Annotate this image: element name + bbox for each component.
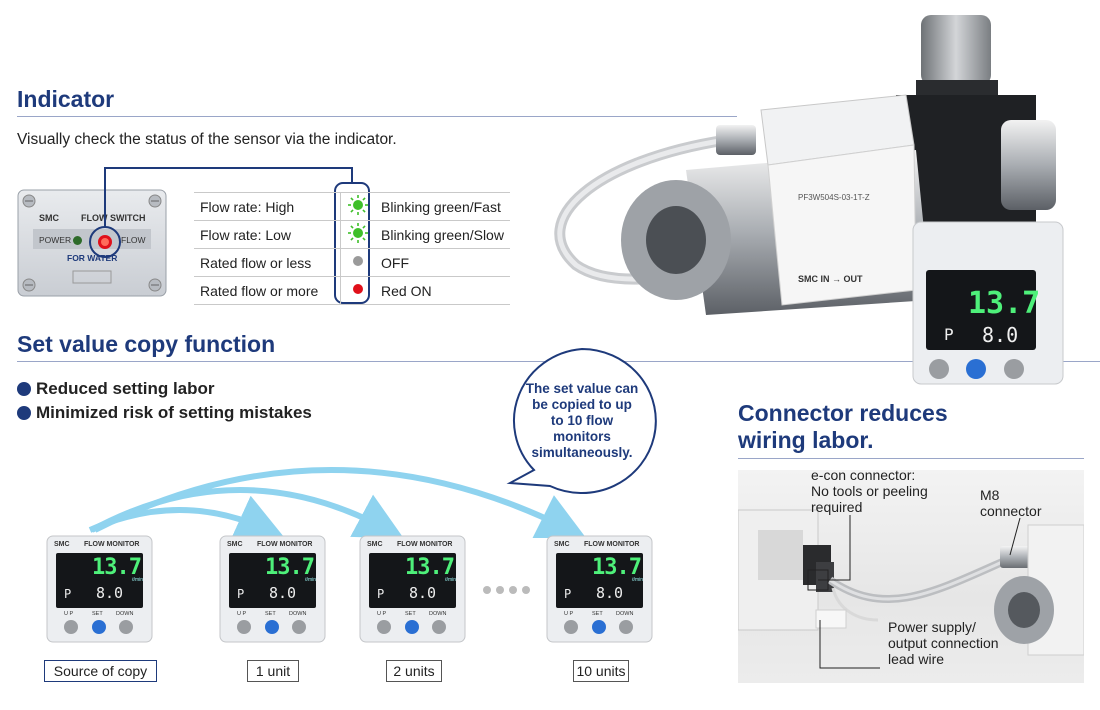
monitor-reading: 13.7 bbox=[92, 555, 142, 580]
indicator-lamp-icon bbox=[348, 195, 368, 215]
monitor-brand: SMC bbox=[227, 541, 243, 548]
monitor-reading: 13.7 bbox=[592, 555, 642, 580]
more-units-dots bbox=[483, 586, 530, 594]
indicator-status: Red ON bbox=[375, 276, 510, 305]
connector-photo bbox=[737, 470, 1085, 683]
indicator-lamp-icon bbox=[353, 284, 363, 294]
indicator-status: Blinking green/Slow bbox=[375, 220, 510, 249]
bullet-item: Minimized risk of setting mistakes bbox=[17, 403, 312, 423]
flow-switch-product-image: PF3W504S-03-1T-Z SMC IN → OUT SMC FLOW M… bbox=[554, 15, 1064, 385]
svg-text:13.7: 13.7 bbox=[968, 286, 1040, 321]
econ-note: e-con connector: No tools or peeling req… bbox=[811, 467, 928, 515]
indicator-condition: Rated flow or more bbox=[194, 276, 341, 305]
monitor-up-label: U P bbox=[64, 611, 74, 617]
monitor-name: FLOW MONITOR bbox=[584, 541, 640, 548]
monitor-p-label: P bbox=[564, 587, 572, 601]
monitor-unit: ℓ/min bbox=[445, 577, 457, 583]
panel-name: FLOW SWITCH bbox=[81, 213, 146, 223]
monitor-up-label: U P bbox=[564, 611, 574, 617]
monitor-set-label: SET bbox=[92, 611, 103, 617]
callout-text: The set value can be copied to up to 10 … bbox=[525, 381, 639, 460]
monitor-p-label: P bbox=[237, 587, 245, 601]
monitor-unit: ℓ/min bbox=[632, 577, 644, 583]
panel-power-label: POWER bbox=[39, 235, 72, 245]
panel-brand: SMC bbox=[39, 213, 59, 223]
indicator-title: Indicator bbox=[17, 86, 115, 112]
copy-title: Set value copy function bbox=[17, 331, 276, 357]
indicator-row: Flow rate: Low Blinking green/Slow bbox=[194, 220, 510, 249]
indicator-row: Rated flow or less OFF bbox=[194, 248, 510, 277]
indicator-row: Rated flow or more Red ON bbox=[194, 276, 510, 305]
monitor-down-label: DOWN bbox=[429, 611, 447, 617]
monitor-brand: SMC bbox=[367, 541, 383, 548]
source-of-copy-label: Source of copy bbox=[44, 660, 157, 682]
unit-label: 10 units bbox=[573, 660, 629, 682]
svg-text:P: P bbox=[944, 325, 954, 344]
indicator-condition: Flow rate: Low bbox=[194, 220, 341, 249]
monitor-brand: SMC bbox=[554, 541, 570, 548]
panel-for-water: FOR WATER bbox=[67, 253, 118, 263]
connector-rule bbox=[738, 458, 1084, 459]
monitor-brand: SMC bbox=[54, 541, 70, 548]
indicator-row: Flow rate: High Blinking green/Fast bbox=[194, 192, 510, 221]
monitor-unit: ℓ/min bbox=[305, 577, 317, 583]
monitor-set-label: SET bbox=[592, 611, 603, 617]
unit-label: 2 units bbox=[386, 660, 442, 682]
monitor-name: FLOW MONITOR bbox=[257, 541, 313, 548]
monitor-p-value: 8.0 bbox=[596, 584, 624, 602]
svg-text:SMC IN → OUT: SMC IN → OUT bbox=[798, 274, 863, 284]
monitor-up-label: U P bbox=[237, 611, 247, 617]
power-led-icon bbox=[73, 236, 82, 245]
monitor-p-value: 8.0 bbox=[96, 584, 124, 602]
indicator-status: OFF bbox=[375, 248, 510, 277]
unit-label: 1 unit bbox=[247, 660, 299, 682]
monitor-p-value: 8.0 bbox=[269, 584, 297, 602]
m8-note: M8 connector bbox=[980, 487, 1042, 519]
callout-bubble bbox=[506, 347, 657, 494]
indicator-lamp-icon bbox=[348, 223, 368, 243]
indicator-intro: Visually check the status of the sensor … bbox=[17, 131, 397, 148]
bullet-item: Reduced setting labor bbox=[17, 379, 215, 399]
flow-switch-panel: SMC FLOW SWITCH POWER FLOW FOR WATER bbox=[17, 189, 167, 297]
monitor-p-label: P bbox=[64, 587, 72, 601]
indicator-rule bbox=[17, 116, 737, 117]
svg-text:8.0: 8.0 bbox=[982, 323, 1018, 347]
bullet-text: Minimized risk of setting mistakes bbox=[36, 403, 312, 422]
panel-flow-label: FLOW bbox=[121, 235, 146, 245]
indicator-condition: Rated flow or less bbox=[194, 248, 341, 277]
bullet-text: Reduced setting labor bbox=[36, 379, 215, 398]
monitor-p-label: P bbox=[377, 587, 385, 601]
monitor-reading: 13.7 bbox=[405, 555, 455, 580]
monitor-name: FLOW MONITOR bbox=[397, 541, 453, 548]
monitor-down-label: DOWN bbox=[616, 611, 634, 617]
monitor-name: FLOW MONITOR bbox=[84, 541, 140, 548]
indicator-status: Blinking green/Fast bbox=[375, 192, 510, 221]
monitor-reading: 13.7 bbox=[265, 555, 315, 580]
svg-text:PF3W504S-03-1T-Z: PF3W504S-03-1T-Z bbox=[798, 193, 870, 202]
monitor-set-label: SET bbox=[405, 611, 416, 617]
connector-title: Connector reduces wiring labor. bbox=[738, 400, 948, 453]
indicator-condition: Flow rate: High bbox=[194, 192, 341, 221]
monitor-unit: ℓ/min bbox=[132, 577, 144, 583]
monitor-p-value: 8.0 bbox=[409, 584, 437, 602]
power-lead-note: Power supply/ output connection lead wir… bbox=[888, 619, 999, 667]
monitor-set-label: SET bbox=[265, 611, 276, 617]
bullet-dot-icon bbox=[17, 382, 31, 396]
indicator-lamp-icon bbox=[353, 256, 363, 266]
monitor-up-label: U P bbox=[377, 611, 387, 617]
copy-arrows bbox=[88, 467, 587, 540]
bullet-dot-icon bbox=[17, 406, 31, 420]
monitor-down-label: DOWN bbox=[289, 611, 307, 617]
monitor-down-label: DOWN bbox=[116, 611, 134, 617]
